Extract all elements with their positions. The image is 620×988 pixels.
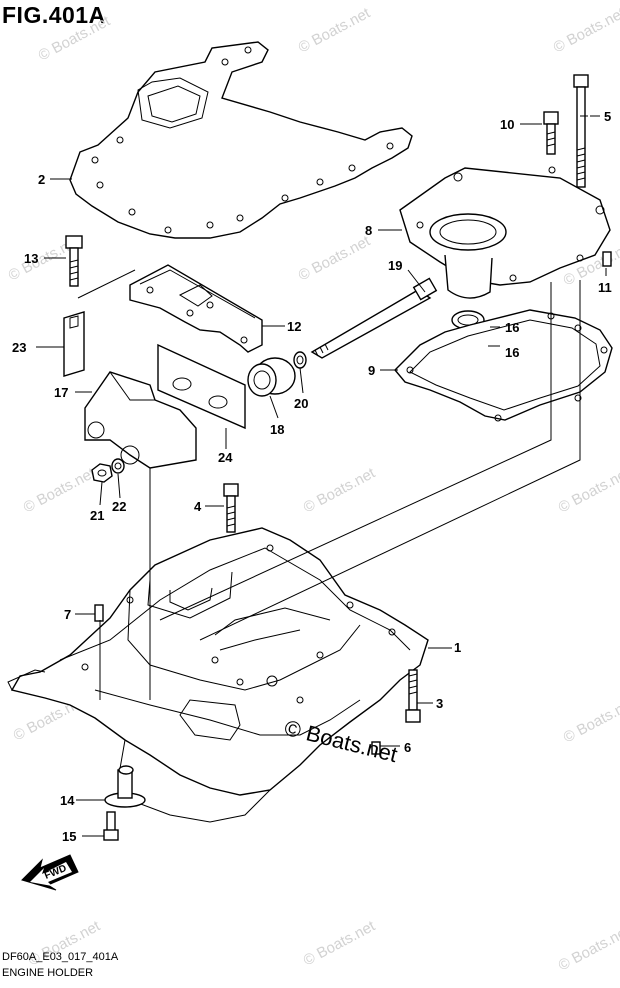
pin-6 xyxy=(371,741,381,755)
bolt-10 xyxy=(543,111,559,155)
bolt-4 xyxy=(223,483,239,533)
callout-23: 23 xyxy=(12,340,26,355)
gasket-9 xyxy=(394,309,613,422)
callout-3: 3 xyxy=(436,696,443,711)
leader-lines xyxy=(36,115,607,837)
callout-labels: 1 2 3 4 5 6 7 8 9 10 11 12 13 14 15 16 1… xyxy=(12,109,612,844)
nut-21 xyxy=(91,463,113,483)
bolt-15 xyxy=(103,811,119,841)
callout-6: 6 xyxy=(404,740,411,755)
callout-15: 15 xyxy=(62,829,76,844)
callout-22: 22 xyxy=(112,499,126,514)
callout-16b: 16 xyxy=(505,345,519,360)
callout-24: 24 xyxy=(218,450,233,465)
callout-17: 17 xyxy=(54,385,68,400)
engine-holder-body xyxy=(7,527,429,823)
washer-20 xyxy=(293,351,307,369)
callout-2: 2 xyxy=(38,172,45,187)
callout-21: 21 xyxy=(90,508,104,523)
fitting-14 xyxy=(104,765,146,808)
plate-24 xyxy=(157,343,246,430)
callout-7: 7 xyxy=(64,607,71,622)
figure-title: FIG.401A xyxy=(2,2,106,28)
callout-20: 20 xyxy=(294,396,308,411)
washer-22 xyxy=(111,458,125,474)
callout-13: 13 xyxy=(24,251,38,266)
figure-code: DF60A_E03_017_401A xyxy=(2,951,119,963)
bolt-long xyxy=(573,74,589,188)
callout-19: 19 xyxy=(388,258,402,273)
mount-17 xyxy=(84,371,197,469)
callout-18: 18 xyxy=(270,422,284,437)
bolt-3 xyxy=(405,669,421,723)
bracket-12 xyxy=(129,264,263,353)
cover-8 xyxy=(399,166,611,299)
callout-11: 11 xyxy=(598,280,612,295)
bolt-13 xyxy=(65,235,83,287)
callout-4: 4 xyxy=(194,499,202,514)
pin-7 xyxy=(94,604,104,622)
callout-5: 5 xyxy=(604,109,611,124)
callout-9: 9 xyxy=(368,363,375,378)
callout-1: 1 xyxy=(454,640,461,655)
stud-19 xyxy=(310,277,438,359)
callout-14: 14 xyxy=(60,793,75,808)
figure-name: ENGINE HOLDER xyxy=(2,967,94,979)
callout-16: 16 xyxy=(505,320,519,335)
pin-11 xyxy=(602,251,612,267)
gasket-top xyxy=(69,41,413,239)
callout-8: 8 xyxy=(365,223,372,238)
callout-10: 10 xyxy=(500,117,514,132)
plate-23 xyxy=(63,311,85,377)
fwd-arrow-icon: FWD xyxy=(21,854,79,891)
bushing-18 xyxy=(247,357,296,397)
callout-12: 12 xyxy=(287,319,301,334)
